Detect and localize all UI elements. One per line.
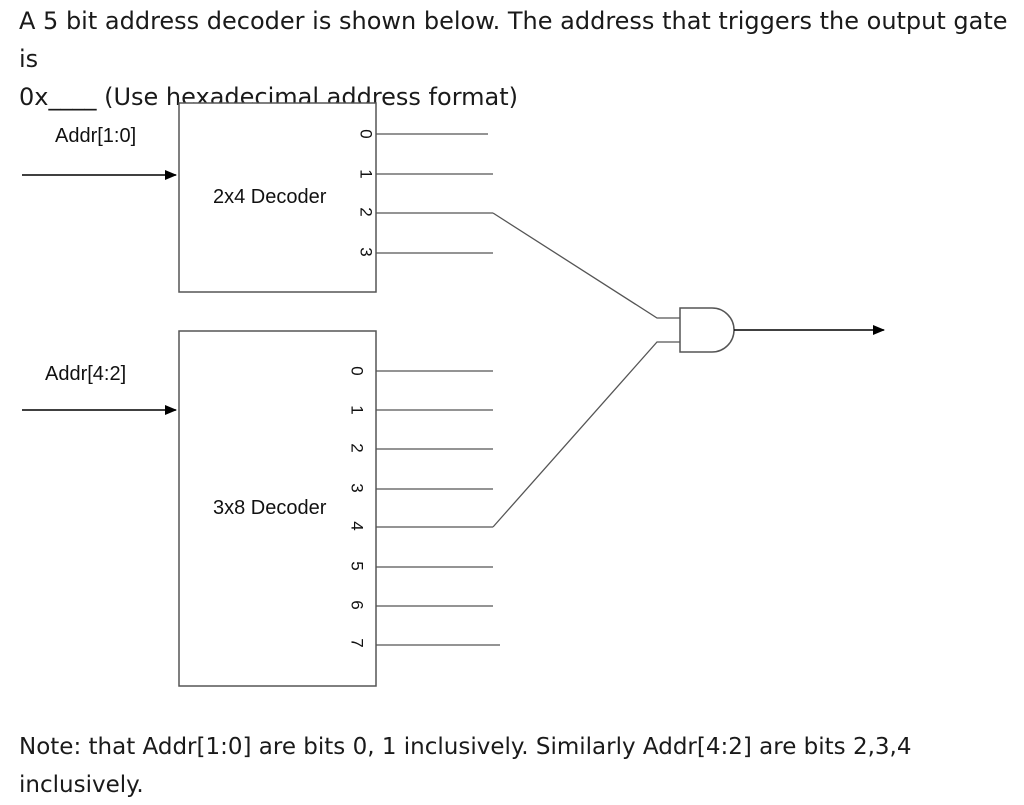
decoder-3x8-pin-6: 6 — [348, 600, 367, 609]
decoder-2x4-label: 2x4 Decoder — [213, 186, 327, 208]
input-label-addr-1-0: Addr[1:0] — [55, 125, 136, 147]
decoder-3x8-pin-4: 4 — [348, 521, 367, 530]
decoder-2x4: 2x4 Decoder 0 1 2 3 — [178, 102, 493, 293]
question-text: A 5 bit address decoder is shown below. … — [19, 2, 1014, 116]
decoder-3x8-label: 3x8 Decoder — [213, 497, 327, 519]
decoder-2x4-pin-3: 3 — [357, 247, 376, 256]
decoder-3x8-pin-5: 5 — [348, 561, 367, 570]
decoder-3x8-pin-1: 1 — [348, 405, 367, 414]
wire-decoder-2x4-out-2-to-and — [492, 212, 680, 319]
decoder-3x8-pin-2: 2 — [348, 443, 367, 452]
decoder-3x8-box — [178, 330, 377, 687]
decoder-2x4-pin-1: 1 — [357, 169, 376, 178]
and-gate-icon — [679, 307, 735, 353]
decoder-2x4-pin-0: 0 — [357, 129, 376, 138]
decoder-3x8-pin-7: 7 — [348, 638, 367, 647]
decoder-3x8-pin-3: 3 — [348, 483, 367, 492]
decoder-3x8: 3x8 Decoder 0 1 2 3 4 5 6 7 — [178, 330, 500, 687]
wire-decoder-3x8-out-4-to-and — [492, 341, 680, 528]
decoder-3x8-pin-0: 0 — [348, 366, 367, 375]
decoder-2x4-box — [178, 102, 377, 293]
decoder-2x4-pin-2: 2 — [357, 207, 376, 216]
question-line-1: A 5 bit address decoder is shown below. … — [19, 7, 1008, 73]
note-text: Note: that Addr[1:0] are bits 0, 1 inclu… — [19, 734, 912, 798]
input-label-addr-4-2: Addr[4:2] — [45, 363, 126, 385]
